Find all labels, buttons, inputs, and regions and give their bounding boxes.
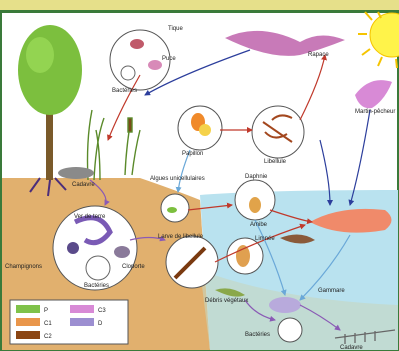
- cadavre-top-icon: [58, 167, 94, 179]
- label-libellule: Libellule: [264, 159, 287, 165]
- label-algues: Algues unicellulaires: [150, 176, 205, 182]
- puce-icon: [148, 60, 162, 70]
- label-puce: Puce: [162, 56, 176, 62]
- martin-pecheur-icon: [355, 80, 392, 108]
- legend-label-c1: C1: [44, 321, 52, 327]
- reeds: [88, 110, 141, 180]
- label-cadavre-top: Cadavre: [72, 182, 95, 188]
- label-ver-de-terre: Ver de terre: [74, 214, 106, 220]
- label-bacteries-bottom: Bactéries: [245, 332, 270, 338]
- label-amibe: Amibe: [250, 222, 268, 228]
- label-cloporte: Cloporte: [122, 264, 145, 270]
- label-gammare: Gammare: [318, 288, 345, 294]
- label-bacteries-top: Bactéries: [112, 88, 137, 94]
- label-debris: Débris végétaux: [205, 298, 248, 304]
- label-larve: Larve de libellule: [158, 234, 204, 240]
- gammare-icon: [269, 297, 301, 313]
- larve-group: [166, 236, 218, 288]
- label-cadavre-bottom: Cadavre: [340, 345, 363, 351]
- legend-label-d: D: [98, 321, 103, 327]
- bacteries-bottom-icon: [278, 318, 302, 342]
- legend-label-p: P: [44, 308, 48, 314]
- sun: [358, 12, 399, 68]
- label-martin-pecheur: Martin-pêcheur: [355, 109, 395, 115]
- label-bacteries-soil: Bactéries: [84, 283, 109, 289]
- libellule-group: [252, 106, 304, 158]
- top-strip: [0, 0, 399, 10]
- bacteries-top-icon: [121, 66, 135, 80]
- limnee-group: [227, 238, 263, 274]
- legend-label-c3: C3: [98, 308, 106, 314]
- legend-swatch-c2: [16, 331, 40, 339]
- label-champignons: Champignons: [5, 264, 42, 270]
- legend-swatch-d: [70, 318, 94, 326]
- label-tique: Tique: [168, 26, 183, 32]
- legend-swatch-p: [16, 305, 40, 313]
- legend-swatch-c1: [16, 318, 40, 326]
- label-limnee: Limnée: [255, 236, 275, 242]
- legend-swatch-c3: [70, 305, 94, 313]
- tique-puce-group: [110, 30, 170, 90]
- label-rapace: Rapace: [308, 52, 329, 58]
- tique-icon: [130, 39, 144, 49]
- papillon-group: [178, 106, 222, 150]
- label-papillon: Papillon: [182, 151, 203, 157]
- label-daphnie: Daphnie: [245, 174, 268, 180]
- legend-label-c2: C2: [44, 334, 52, 340]
